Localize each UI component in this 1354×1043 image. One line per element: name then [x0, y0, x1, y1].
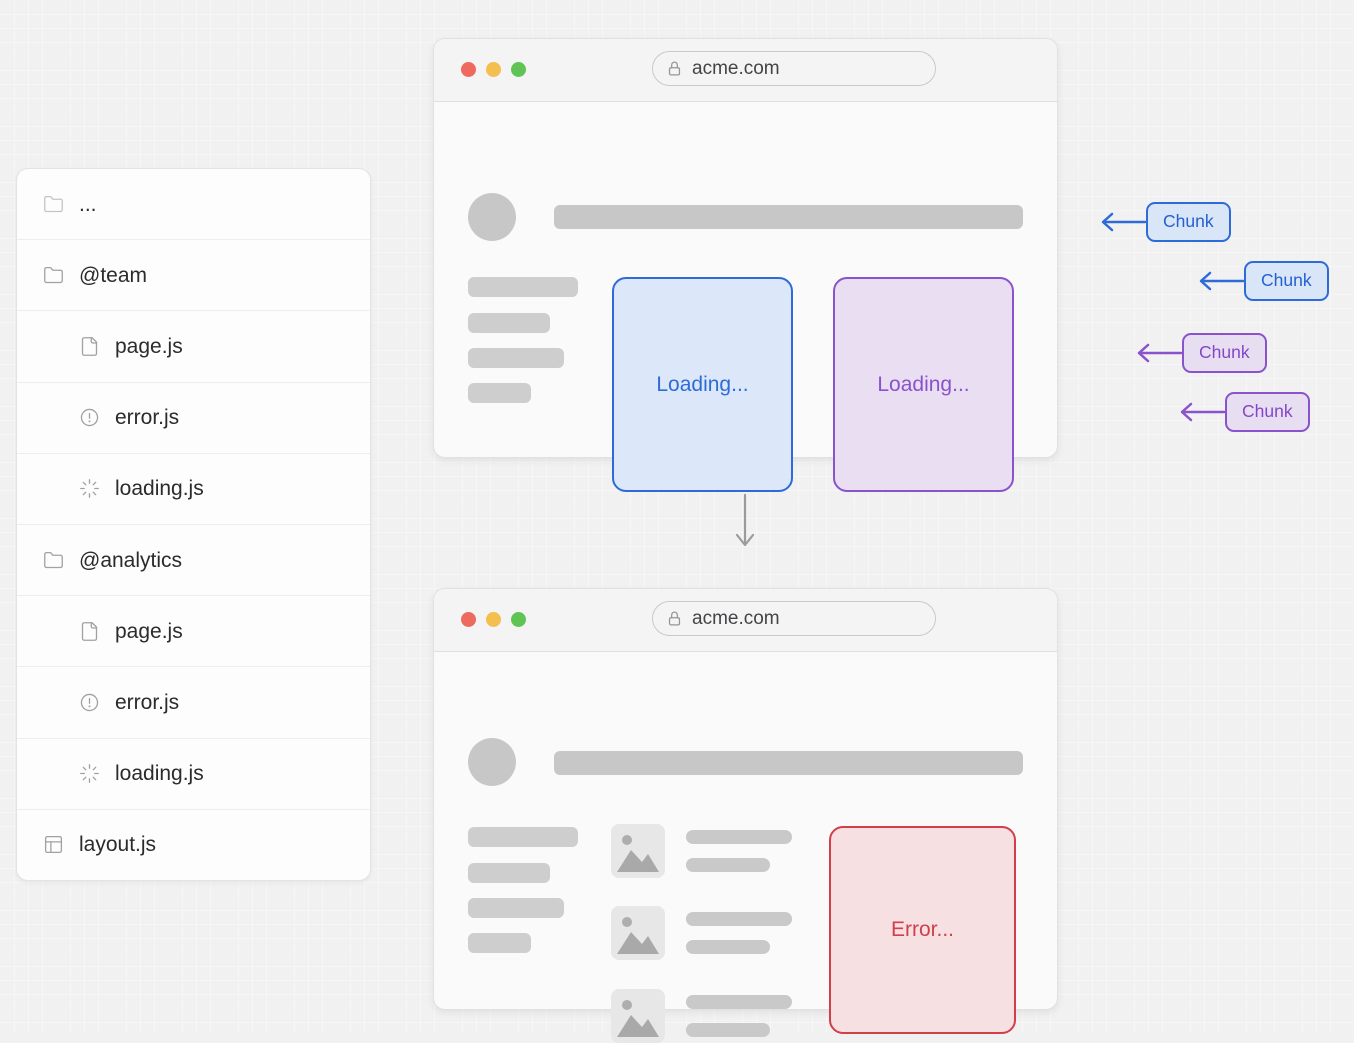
folder-icon [43, 550, 64, 571]
traffic-lights [461, 612, 526, 627]
avatar [468, 738, 516, 786]
chunk-label: Chunk [1225, 392, 1310, 432]
tree-row-layout: layout.js [17, 810, 370, 880]
browser-chrome: acme.com [434, 589, 1057, 652]
chunk-label: Chunk [1146, 202, 1231, 242]
layout-icon [43, 834, 64, 855]
chunk-annotation: Chunk [1096, 202, 1231, 242]
close-window-dot [461, 612, 476, 627]
tree-row-root: ... [17, 169, 370, 241]
traffic-lights [461, 62, 526, 77]
page-mock-error: Error... [434, 652, 1057, 1043]
left-arrow-icon [1101, 212, 1146, 232]
tree-row-label: layout.js [79, 833, 157, 857]
url-bar: acme.com [652, 601, 936, 636]
tree-row-label: @team [79, 263, 148, 287]
url-bar: acme.com [652, 51, 936, 86]
tree-row-team: @team [17, 240, 370, 312]
skeleton-bar [686, 858, 770, 872]
chunk-annotation: Chunk [1132, 333, 1267, 373]
error-icon [79, 407, 100, 428]
loading-spinner-icon [79, 478, 100, 499]
skeleton-bar [468, 383, 531, 403]
skeleton-bar [686, 1023, 770, 1037]
minimize-window-dot [486, 612, 501, 627]
chunk-annotation: Chunk [1194, 261, 1329, 301]
chunk-label: Chunk [1182, 333, 1267, 373]
header-skeleton-bar [554, 751, 1023, 775]
tree-row-label: page.js [115, 335, 183, 358]
skeleton-bar [468, 313, 550, 333]
page-mock-loading: Loading... Loading... [434, 102, 1057, 492]
maximize-window-dot [511, 612, 526, 627]
tree-row-team-page: page.js [17, 311, 370, 383]
url-text: acme.com [692, 607, 780, 629]
file-tree-panel: ... @team page.js error.js loading.js [16, 168, 371, 881]
error-label: Error... [890, 918, 954, 941]
analytics-slot-error-pane: Error... [829, 826, 1016, 1034]
skeleton-bar [686, 830, 792, 844]
tree-row-analytics-page: page.js [17, 596, 370, 668]
tree-row-team-error: error.js [17, 383, 370, 454]
tree-row-label: loading.js [115, 762, 204, 786]
skeleton-bar [468, 348, 564, 368]
browser-window-error: acme.com [433, 588, 1058, 1043]
tree-row-team-loading: loading.js [17, 454, 370, 526]
tree-row-label: @analytics [79, 548, 183, 572]
loading-label: Loading... [877, 372, 970, 396]
media-list-item [611, 824, 891, 878]
tree-row-label: ... [79, 192, 97, 216]
tree-row-label: loading.js [115, 477, 204, 501]
skeleton-bar [686, 912, 792, 926]
minimize-window-dot [486, 62, 501, 77]
file-icon [79, 336, 100, 357]
image-placeholder-icon [611, 989, 665, 1043]
left-arrow-icon [1137, 343, 1182, 363]
lock-icon [666, 60, 683, 77]
skeleton-bar [686, 940, 770, 954]
loading-spinner-icon [79, 763, 100, 784]
avatar [468, 193, 516, 241]
lock-icon [666, 610, 683, 627]
error-icon [79, 692, 100, 713]
skeleton-bar [468, 827, 578, 847]
analytics-slot-loading-pane: Loading... [833, 277, 1014, 492]
header-skeleton-bar [554, 205, 1023, 229]
image-placeholder-icon [611, 906, 665, 960]
image-placeholder-icon [611, 824, 665, 878]
media-list-item [611, 906, 891, 960]
browser-window-loading: acme.com Loading... Loading... [433, 38, 1058, 492]
tree-row-analytics-loading: loading.js [17, 739, 370, 810]
skeleton-bar [468, 933, 531, 953]
skeleton-bar [468, 898, 564, 918]
tree-row-analytics: @analytics [17, 525, 370, 597]
tree-row-label: error.js [115, 406, 180, 430]
skeleton-bar [468, 277, 578, 297]
chunk-annotation: Chunk [1175, 392, 1310, 432]
tree-row-label: error.js [115, 691, 180, 715]
team-slot-loading-pane: Loading... [612, 277, 793, 492]
chunk-label: Chunk [1244, 261, 1329, 301]
maximize-window-dot [511, 62, 526, 77]
tree-row-label: page.js [115, 619, 183, 643]
close-window-dot [461, 62, 476, 77]
loading-label: Loading... [656, 372, 749, 396]
left-arrow-icon [1199, 271, 1244, 291]
skeleton-bar [468, 863, 550, 883]
down-arrow-icon [733, 492, 757, 554]
left-arrow-icon [1180, 402, 1225, 422]
file-icon [79, 621, 100, 642]
folder-icon [43, 194, 64, 215]
folder-icon [43, 265, 64, 286]
url-text: acme.com [692, 57, 780, 79]
tree-row-analytics-error: error.js [17, 667, 370, 739]
browser-chrome: acme.com [434, 39, 1057, 102]
skeleton-bar [686, 995, 792, 1009]
